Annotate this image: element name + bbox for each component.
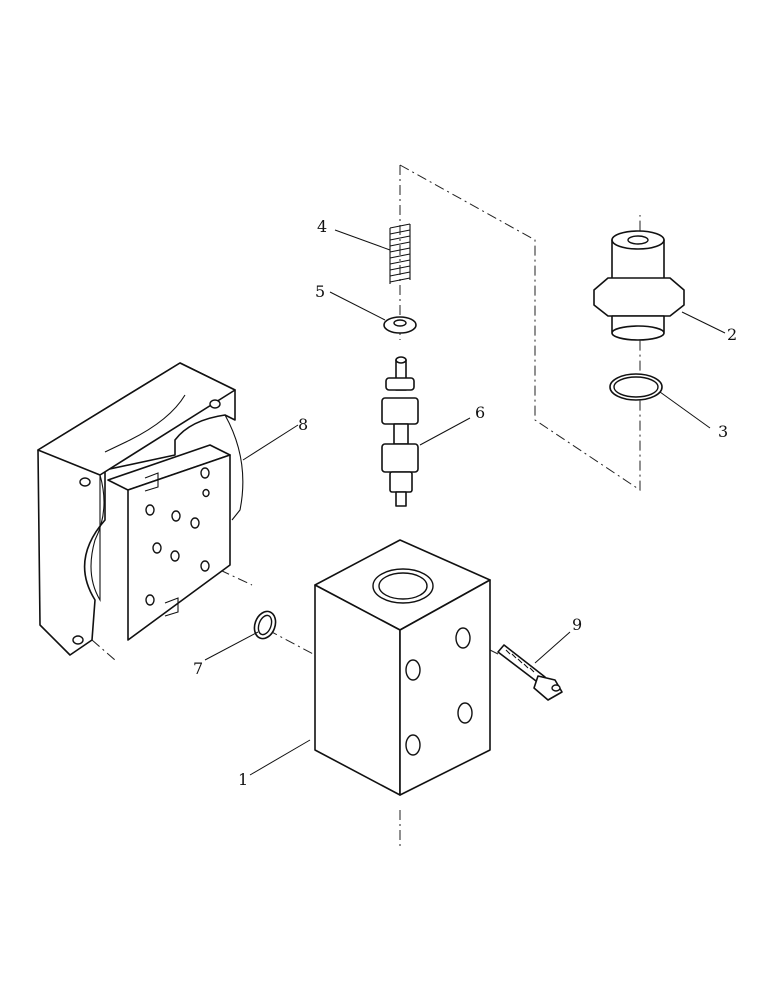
part-3-o-ring [609, 373, 663, 401]
part-5-washer [383, 316, 417, 334]
callout-8: 8 [298, 415, 308, 434]
part-7-o-ring [253, 610, 277, 640]
part-8-cover-plate [37, 362, 244, 656]
part-9-cap-screw [497, 644, 563, 701]
callout-labels: 1 2 3 4 5 6 7 8 9 [193, 217, 737, 789]
callout-9: 9 [572, 615, 582, 634]
leader-lines [204, 229, 726, 776]
callout-6: 6 [475, 403, 485, 422]
callout-7: 7 [193, 659, 203, 678]
callout-3: 3 [718, 422, 728, 441]
part-6-spool [381, 356, 419, 507]
callout-2: 2 [727, 325, 737, 344]
callout-4: 4 [317, 217, 327, 236]
part-4-spring [389, 223, 411, 284]
callout-1: 1 [238, 770, 248, 789]
assembly-centerlines [91, 164, 641, 850]
part-1-valve-body [314, 539, 491, 796]
callout-5: 5 [315, 282, 325, 301]
part-2-plug [593, 230, 685, 341]
